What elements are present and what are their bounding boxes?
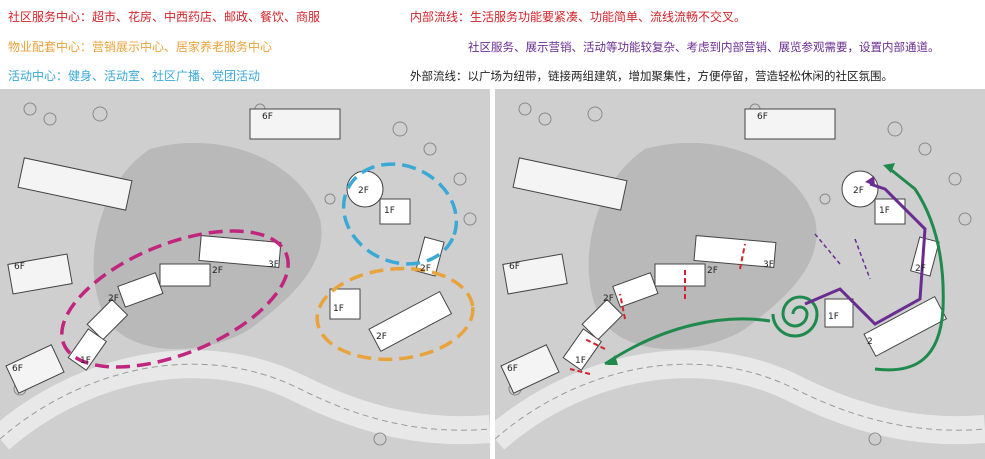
internal-flow-path [804,182,927,326]
legend-internal-flow-detail: 社区服务、展示营销、活动等功能较复杂、考虑到内部营销、展览参观需要，设置内部通道… [468,40,940,54]
legend-internal-flow: 内部流线：生活服务功能要紧凑、功能简单、流线流畅不交叉。 [410,10,747,24]
legend-property-support: 物业配套中心：营销展示中心、居家养老服务中心 [8,40,273,54]
label-6f-top: 6F [757,112,768,122]
label-2f-left: 2F [108,294,119,304]
label-1f-orange: 1F [333,304,344,314]
label-2f-right: 2F [420,264,431,274]
label-1f-center: 1F [828,312,839,322]
label-2f-orange: 2F [376,332,387,342]
label-2f-mid: 2F [212,266,223,276]
internal-flow-arrows [569,243,746,375]
label-2f-mid: 2F [707,266,718,276]
label-6f-left: 6F [14,262,25,272]
label-6f-top: 6F [262,112,273,122]
legend-external-flow: 外部流线：以广场为纽带，链接两组建筑，增加聚集性，方便停留，营造轻松休闲的社区氛… [410,69,893,83]
label-1f-left: 1F [80,356,91,366]
label-6f-bottom: 6F [507,364,518,374]
label-1f-left: 1F [575,356,586,366]
main-road [0,350,490,450]
external-flow-arrow [607,355,618,365]
legend-community-service: 社区服务中心：超市、花房、中西药店、邮政、餐饮、商服 [8,10,321,24]
residential-blocks [500,108,836,394]
label-6f-bottom: 6F [12,364,23,374]
label-6f-left: 6F [509,262,520,272]
main-road [495,350,985,450]
zone-community-service-ring [60,229,290,369]
label-2f-right: 2F [915,264,926,274]
external-flow-path [604,317,771,366]
amenity-buildings [67,170,453,371]
label-2f-circle: 2F [853,186,864,196]
label-3f-mid: 3F [268,260,279,270]
label-3f-mid: 3F [763,260,774,270]
label-2f-left: 2F [603,294,614,304]
site-plan-left-svg: 6F 2F 1F 2F 3F 2F 2F 1F 6F 1F 2F 6F [0,102,490,450]
external-flow-path-right [874,167,945,372]
site-plan-circulation: 6F 2F 1F 2F 3F 2F 2F 1F 6F 1F 6F 2 [495,89,985,459]
site-plan-right-svg: 6F 2F 1F 2F 3F 2F 2F 1F 6F 1F 6F 2 [495,102,985,450]
residential-blocks [5,108,341,394]
site-plan-functional-zones: 6F 2F 1F 2F 3F 2F 2F 1F 6F 1F 2F 6F [0,89,490,459]
label-2-small: 2 [867,337,873,347]
legend-activity-center: 活动中心：健身、活动室、社区广播、党团活动 [8,69,261,83]
label-2f-circle: 2F [358,186,369,196]
amenity-buildings [562,170,948,371]
plaza-spiral [771,295,819,338]
label-1f-top: 1F [384,206,395,216]
label-1f-top: 1F [879,206,890,216]
